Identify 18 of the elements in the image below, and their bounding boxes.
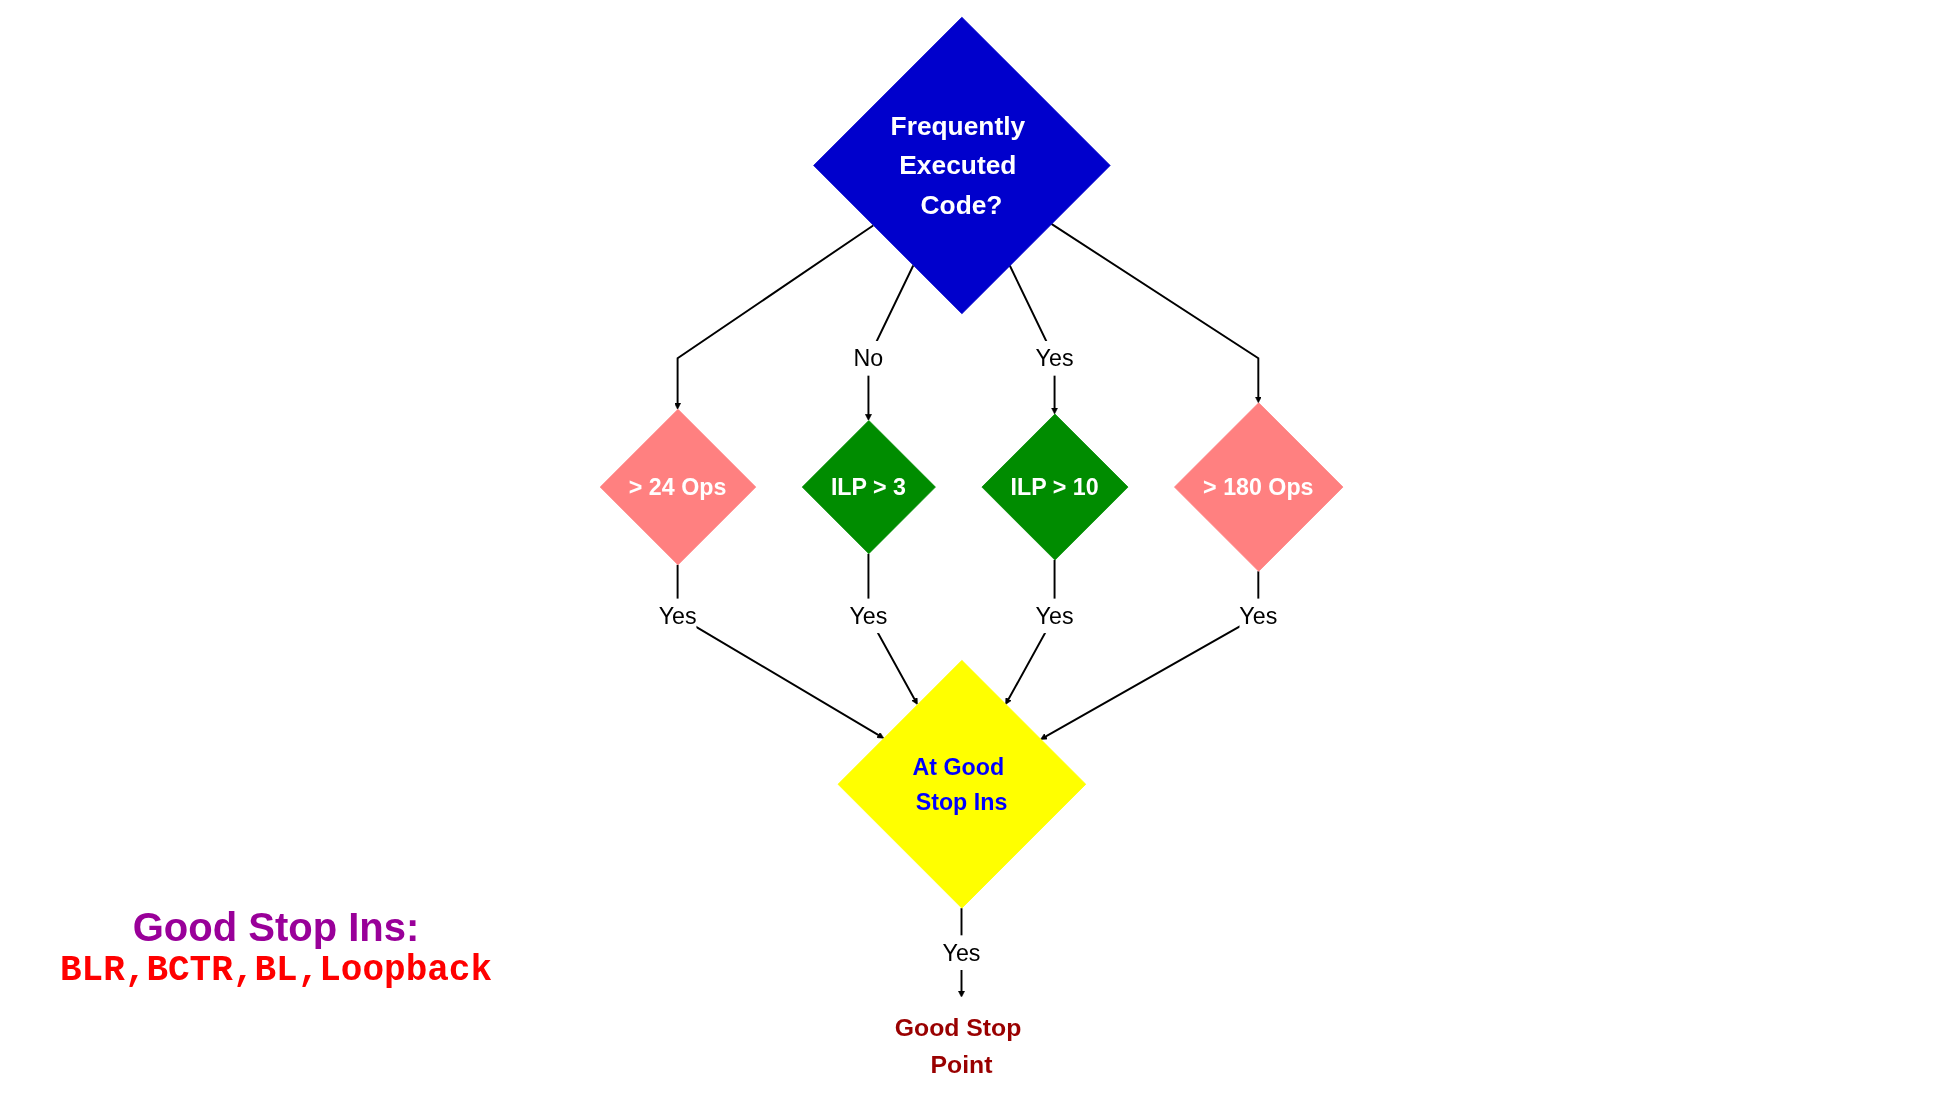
node-diamond: > 180 Ops	[1174, 401, 1344, 572]
note-heading: Good Stop Ins:	[132, 905, 420, 950]
edge-label: No	[854, 345, 884, 371]
node-diamond: At Good Stop Ins	[838, 659, 1087, 909]
node-diamond: ILP > 3	[802, 419, 937, 554]
arrow	[674, 224, 875, 410]
note-text: BLR,BCTR,BL,Loopback	[60, 950, 493, 991]
node-diamond: ILP > 10	[981, 413, 1129, 561]
edge-label: Yes	[942, 939, 981, 965]
arrow	[1050, 222, 1263, 403]
node-diamond: Frequently Executed Code?	[813, 16, 1111, 314]
edge-label: Yes	[659, 602, 697, 629]
edge-label: Yes	[1036, 345, 1074, 371]
edge-label: Yes	[1036, 602, 1074, 629]
node-diamond: > 24 Ops	[600, 408, 757, 565]
edge-label: Yes	[1239, 602, 1278, 629]
node-text: Good Stop Point	[895, 1012, 1022, 1079]
edge-label: Yes	[849, 602, 888, 629]
